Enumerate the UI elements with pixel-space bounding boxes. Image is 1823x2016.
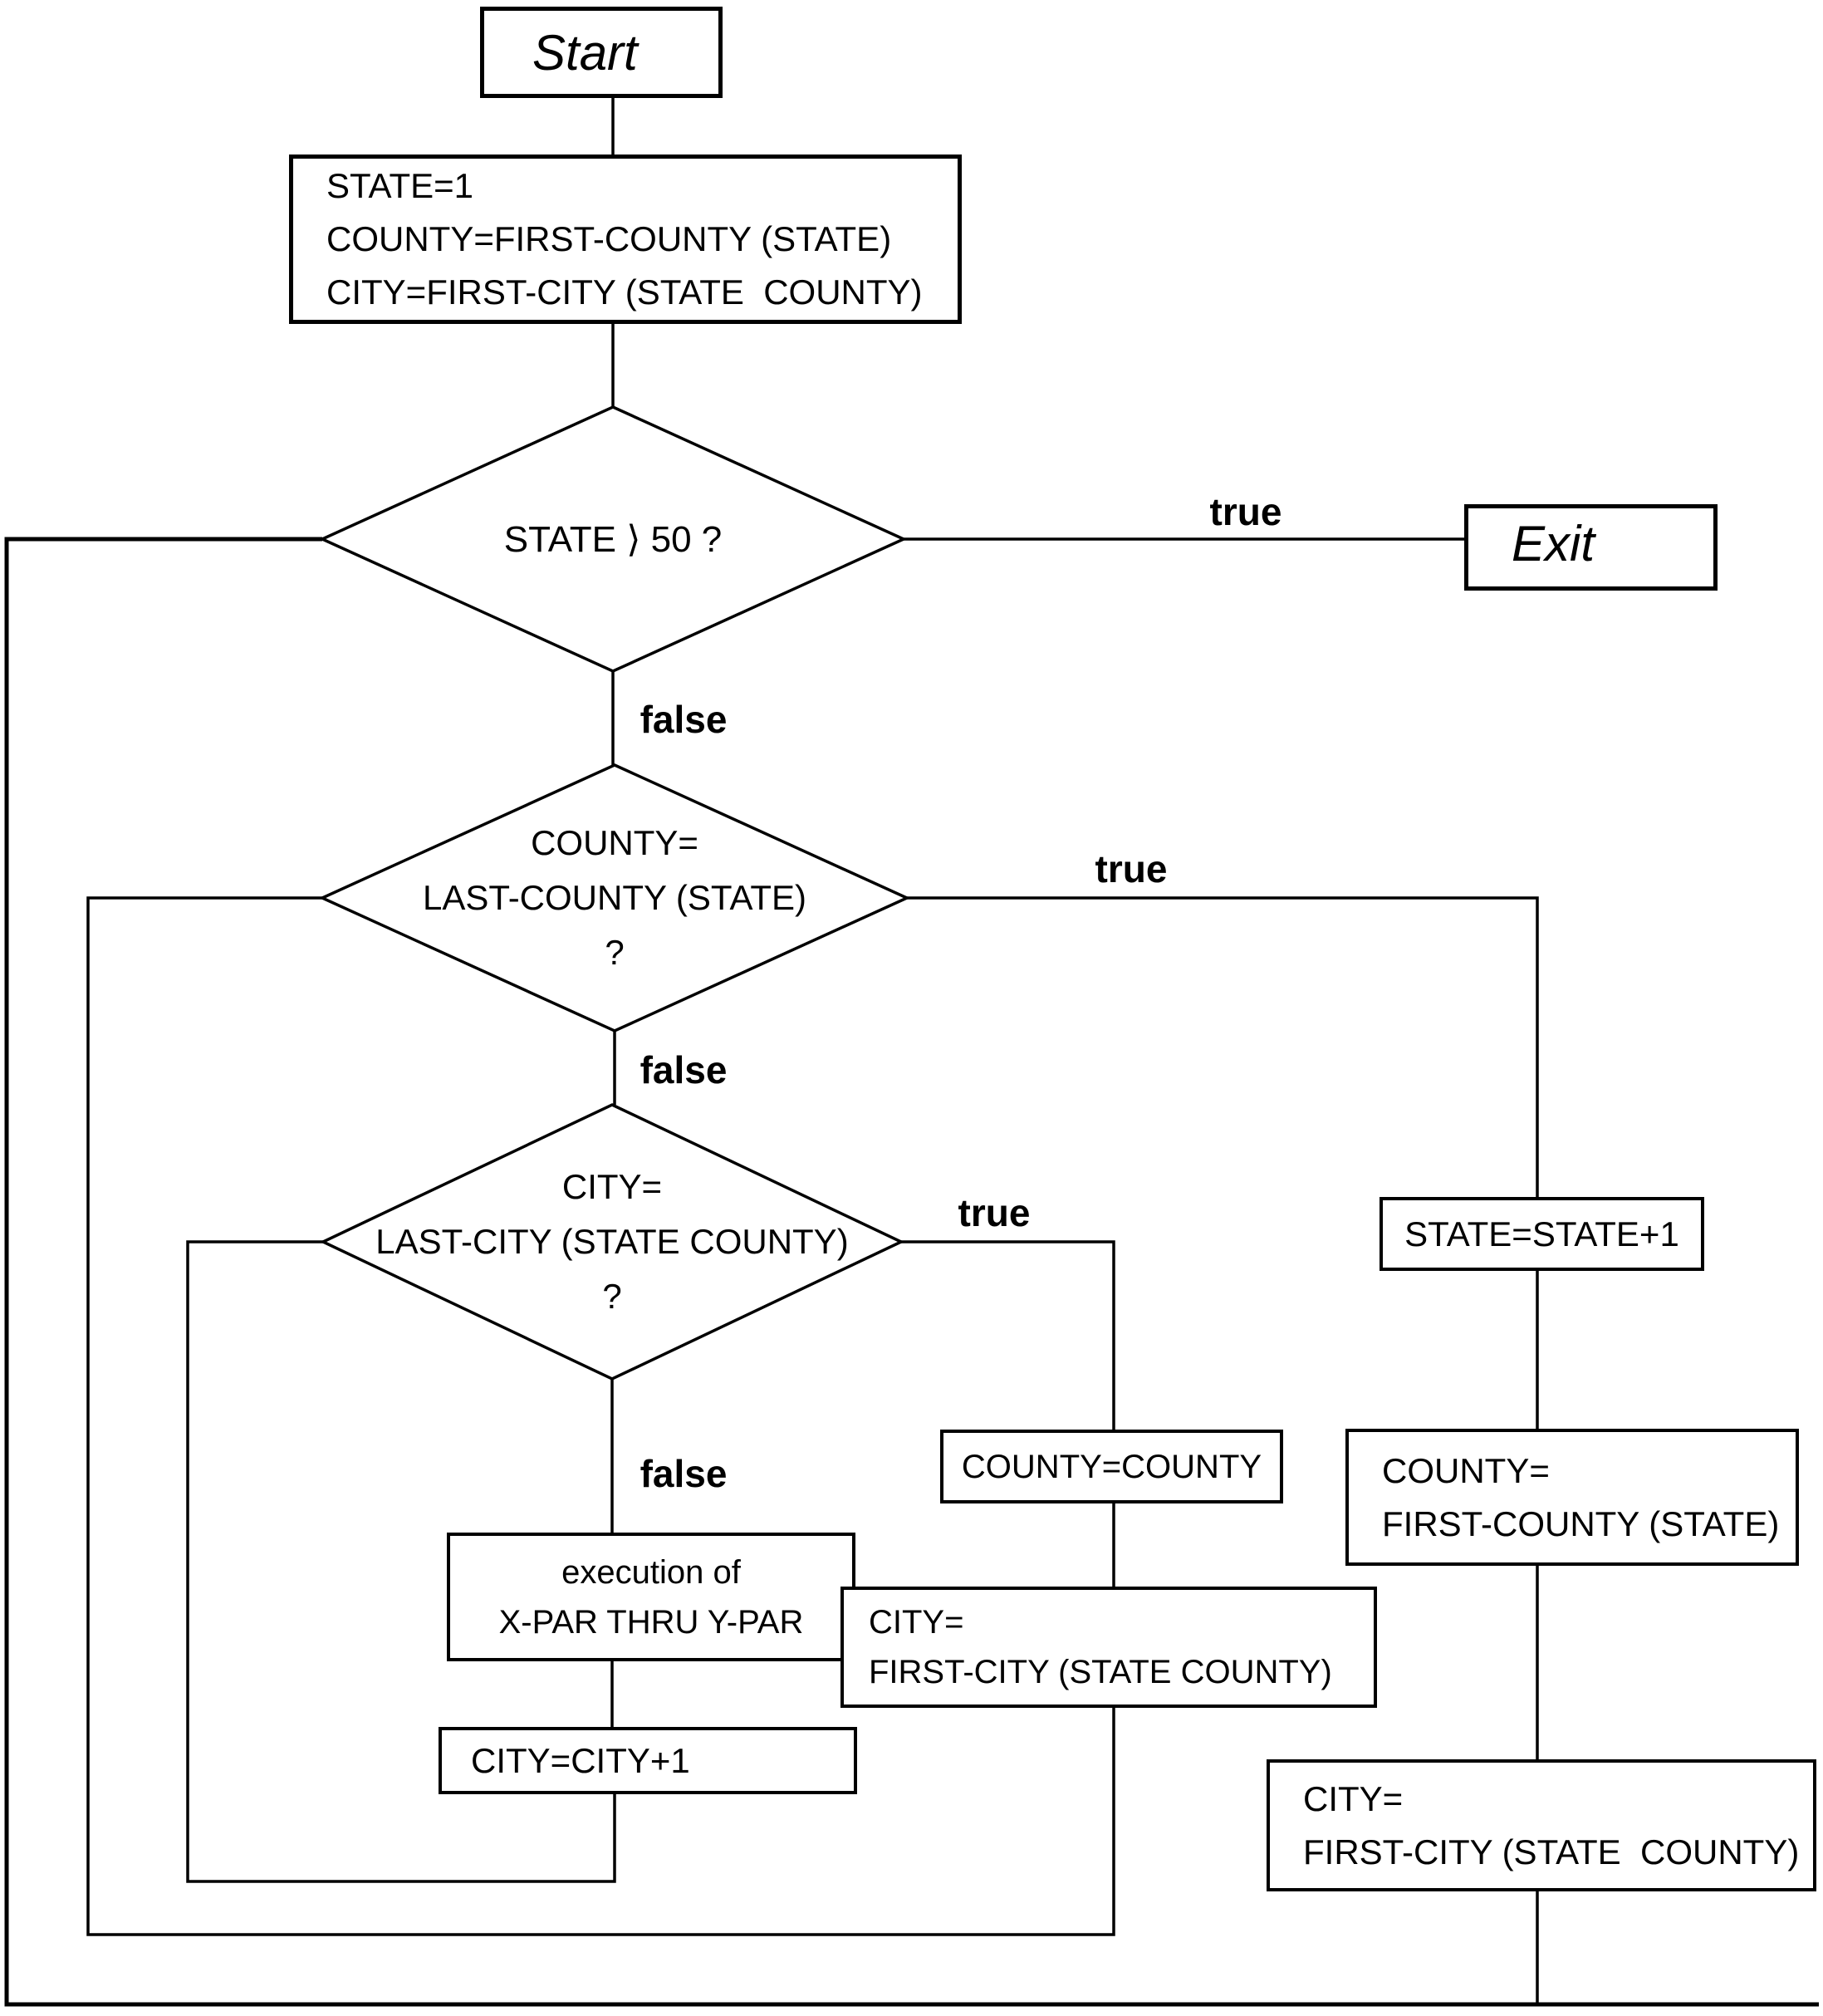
start-label: Start [532,24,638,81]
init-line-3: CITY=FIRST-CITY (STATE COUNTY) [326,272,923,311]
decision-city-line-1: CITY= [561,1167,663,1206]
city-first-right-line-1: CITY= [1303,1778,1404,1818]
city-incr-label: CITY=CITY+1 [471,1740,690,1780]
county-eq-label: COUNTY=COUNTY [961,1448,1262,1485]
edge-county-true [907,896,1539,1197]
execution-line-1: execution of [561,1553,741,1591]
county-first-line-2: FIRST-COUNTY (STATE) [1382,1503,1780,1543]
decision-city-label: CITY= LAST-CITY (STATE COUNTY) ? [363,1156,861,1327]
edge-label-county-true: true [1095,847,1168,890]
init-line-2: COUNTY=FIRST-COUNTY (STATE) [326,219,892,258]
init-box: STATE=1 COUNTY=FIRST-COUNTY (STATE) CITY… [289,155,962,324]
init-line-1: STATE=1 [326,166,474,205]
loop-state-return [4,537,1819,2007]
county-eq-box: COUNTY=COUNTY [940,1430,1283,1503]
state-incr-box: STATE=STATE+1 [1380,1197,1704,1271]
city-first-mid-line-1: CITY= [869,1604,964,1641]
edge-label-county-false: false [640,1048,728,1091]
decision-state-text: STATE ⟩ 50 ? [503,519,723,560]
edge-city-true [901,1240,1115,1430]
loop-city-return [186,1240,616,1883]
city-first-mid-line-2: FIRST-CITY (STATE COUNTY) [869,1654,1332,1690]
city-incr-box: CITY=CITY+1 [439,1727,857,1794]
edge-label-city-true: true [958,1191,1031,1234]
edge-label-state-false: false [640,698,728,741]
execution-line-2: X-PAR THRU Y-PAR [498,1603,804,1641]
exit-node: Exit [1464,504,1718,591]
decision-city-line-3: ? [602,1277,622,1316]
county-first-box: COUNTY= FIRST-COUNTY (STATE) [1345,1429,1799,1566]
edge-label-state-true: true [1209,490,1282,533]
exit-label: Exit [1512,516,1595,571]
county-first-line-1: COUNTY= [1382,1450,1550,1490]
city-first-right-box: CITY= FIRST-CITY (STATE COUNTY) [1267,1759,1816,1891]
loop-county-return [86,896,1115,1936]
city-first-mid-box: CITY= FIRST-CITY (STATE COUNTY) [840,1587,1377,1708]
city-first-right-line-2: FIRST-CITY (STATE COUNTY) [1303,1832,1800,1871]
decision-county-line-2: LAST-COUNTY (STATE) [422,878,807,917]
state-incr-label: STATE=STATE+1 [1404,1214,1679,1253]
decision-county-label: COUNTY= LAST-COUNTY (STATE) ? [365,812,864,983]
decision-county-line-1: COUNTY= [531,823,698,862]
execution-box: execution of X-PAR THRU Y-PAR [447,1533,855,1661]
decision-city-line-2: LAST-CITY (STATE COUNTY) [375,1222,849,1261]
edge-label-city-false: false [640,1452,728,1495]
decision-state-label: STATE ⟩ 50 ? [380,494,845,586]
decision-county-line-3: ? [605,933,625,972]
start-node: Start [480,7,723,98]
